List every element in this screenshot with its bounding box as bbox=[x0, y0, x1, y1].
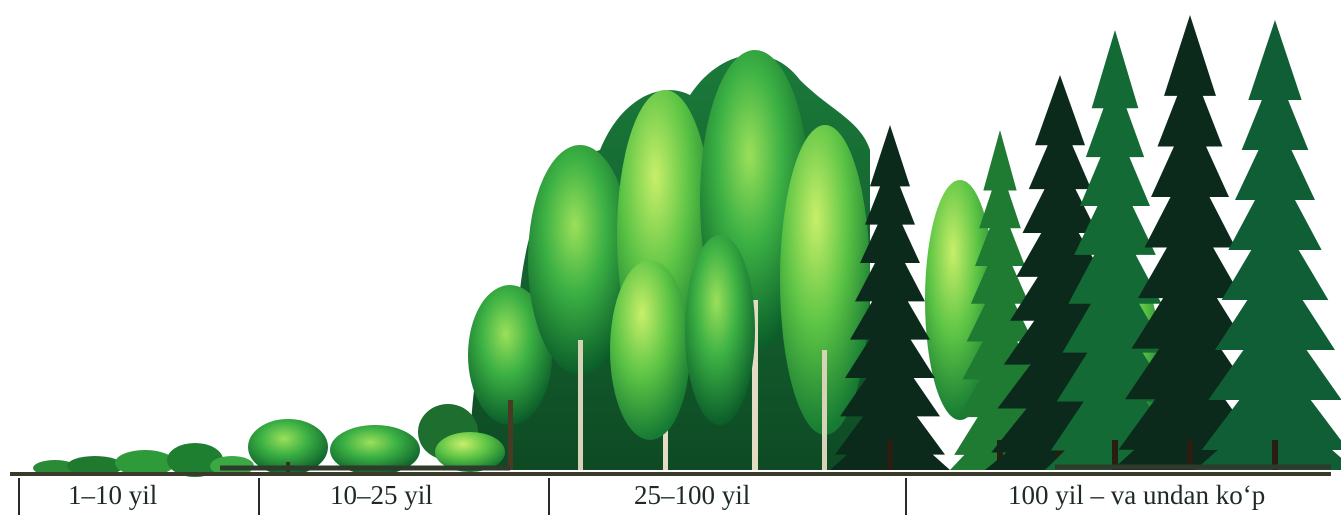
conifer-trunk bbox=[887, 440, 893, 470]
conifer-tree bbox=[1112, 15, 1268, 470]
deciduous-trees-stage-3 bbox=[468, 50, 1160, 470]
stage-divider bbox=[905, 478, 907, 515]
stage-label-1: 1–10 yil bbox=[68, 480, 158, 510]
stage-divider bbox=[18, 478, 20, 515]
conifer-tree bbox=[985, 75, 1135, 470]
conifer-trunk bbox=[1112, 440, 1118, 470]
stage-label-2: 10–25 yil bbox=[330, 480, 433, 510]
conifer-tree bbox=[950, 130, 1050, 470]
shrub-group-stage-1 bbox=[33, 443, 254, 477]
conifer-trees-stage-4 bbox=[830, 15, 1341, 470]
stage-label-3: 25–100 yil bbox=[634, 480, 751, 510]
young-trees-stage-2 bbox=[248, 404, 505, 475]
conifer-tree bbox=[1045, 30, 1185, 470]
conifer-trunk bbox=[1272, 440, 1278, 470]
conifer-trunk bbox=[997, 440, 1003, 470]
stage-divider bbox=[548, 478, 550, 515]
stage-label-4: 100 yil – va undan ko‘p bbox=[1008, 480, 1266, 510]
conifer-trunk bbox=[1187, 440, 1193, 470]
conifer-tree bbox=[1195, 20, 1341, 470]
conifer-tree bbox=[830, 125, 950, 470]
stage-divider bbox=[258, 478, 260, 515]
conifer-trunk bbox=[1057, 440, 1063, 470]
